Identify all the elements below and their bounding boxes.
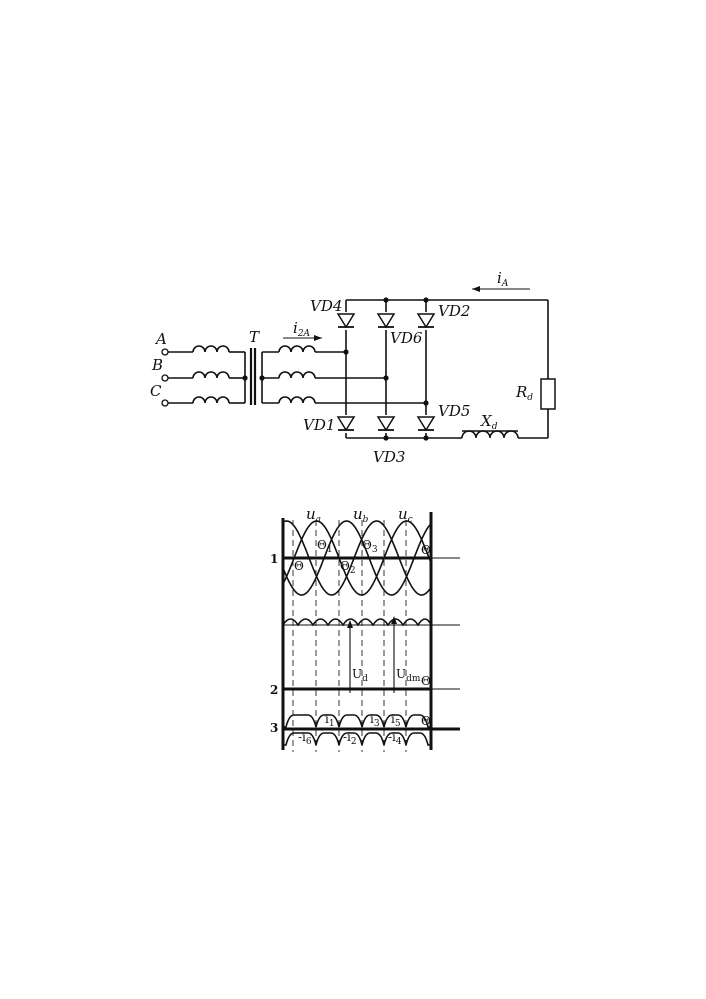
phase-label-b: B (151, 356, 163, 374)
time-markers (292, 520, 407, 752)
rectified-output-ripple (282, 618, 432, 627)
circuit-diagram: A B C T (150, 269, 556, 466)
label-ud: Ud (352, 667, 368, 684)
theta-1-label: Θ1 (317, 538, 333, 555)
label-udm: Udm (396, 667, 421, 684)
load-current-label: iA (497, 269, 509, 289)
secondary-winding-a (278, 345, 316, 353)
diode-vd6 (376, 312, 396, 330)
primary-winding-b (192, 371, 230, 379)
udm-arrow-icon (391, 616, 397, 624)
secondary-current-arrow-icon (314, 335, 322, 341)
terminal-b (161, 374, 169, 382)
phase-label-a: A (154, 330, 167, 348)
row-number-3: 3 (270, 721, 278, 735)
curve-uc (282, 520, 432, 596)
diode-label-vd6: VD6 (390, 329, 423, 347)
load-inductor (461, 430, 519, 439)
axis-mark-row-2: Θ (421, 674, 431, 688)
axis-mark-row-1: Θ (421, 543, 431, 557)
diode-vd4 (336, 312, 356, 330)
transformer-label: T (249, 328, 260, 346)
label-ua: ua (306, 505, 321, 525)
ud-arrow-icon (347, 620, 353, 628)
terminal-c (161, 399, 169, 407)
label-i1: i1 (325, 712, 335, 729)
row-number-1: 1 (270, 552, 278, 566)
diode-label-vd4: VD4 (310, 297, 342, 315)
load-resistor-label: Rd (515, 383, 533, 403)
secondary-winding-b (278, 371, 316, 379)
transformer-core (249, 348, 257, 405)
diode-vd3 (376, 415, 396, 433)
label-minus-i4: -i4 (388, 730, 402, 747)
load-current-arrow-icon (472, 286, 480, 292)
row-number-2: 2 (270, 683, 278, 697)
theta-mark-left: Θ (294, 559, 304, 573)
current-lower-trace (283, 732, 431, 746)
label-minus-i2: -i2 (343, 730, 357, 747)
diode-label-vd2: VD2 (438, 302, 470, 320)
waveform-diagram: ua ub uc Θ1 Θ2 Θ3 Θ Θ Θ Θ 1 2 3 Ud Udm i… (270, 505, 460, 752)
diode-label-vd3: VD3 (373, 448, 405, 466)
primary-winding-a (192, 345, 230, 353)
diode-vd2 (416, 312, 436, 330)
theta-3-label: Θ3 (362, 538, 378, 555)
terminal-a (161, 348, 169, 356)
secondary-current-label: i2A (293, 319, 311, 339)
label-i3: i3 (370, 712, 380, 729)
primary-winding-c (192, 396, 230, 404)
label-i5: i5 (391, 712, 401, 729)
diode-label-vd5: VD5 (438, 402, 470, 420)
axis-mark-row-3: Θ (421, 714, 431, 728)
current-upper-trace (283, 714, 431, 728)
diode-vd1 (336, 415, 356, 433)
label-uc: uc (398, 505, 413, 525)
label-minus-i6: -i6 (298, 730, 312, 747)
load-inductor-label: Xd (480, 412, 498, 432)
load-resistor (540, 378, 556, 410)
label-ub: ub (353, 505, 369, 525)
diode-label-vd1: VD1 (303, 416, 335, 434)
diode-vd5 (416, 415, 436, 433)
theta-2-label: Θ2 (340, 559, 356, 576)
secondary-winding-c (278, 396, 316, 404)
phase-label-c: C (150, 382, 162, 400)
